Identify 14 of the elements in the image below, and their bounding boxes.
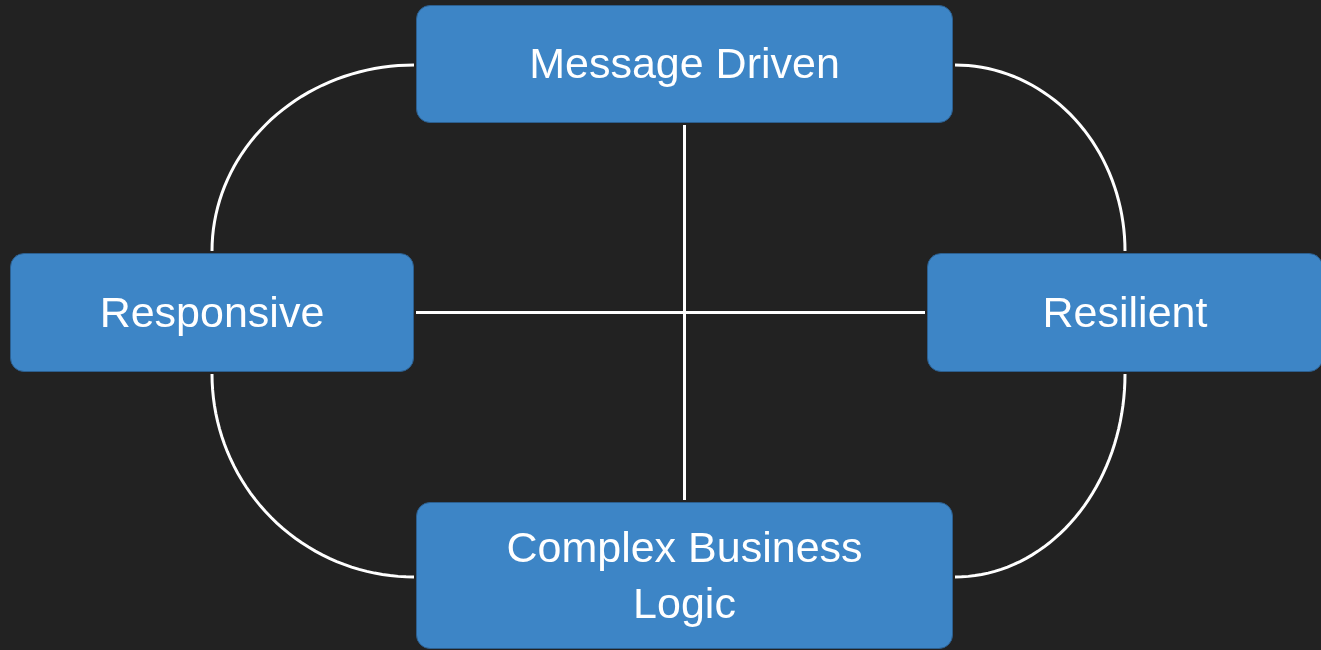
connector-line	[210, 63, 415, 252]
node-label: Responsive	[99, 287, 325, 338]
node-label: Complex Business Logic	[505, 522, 864, 629]
node-label: Message Driven	[529, 38, 840, 90]
connector-line	[416, 311, 925, 314]
connector-line	[210, 373, 415, 579]
process-box	[927, 253, 1321, 372]
connector-line	[954, 63, 1127, 252]
node-label: Resilient	[1042, 287, 1208, 338]
connector-line	[683, 125, 686, 500]
connector-line	[954, 373, 1127, 579]
process-box	[10, 253, 414, 372]
process-box	[416, 5, 953, 123]
process-box	[416, 502, 953, 649]
